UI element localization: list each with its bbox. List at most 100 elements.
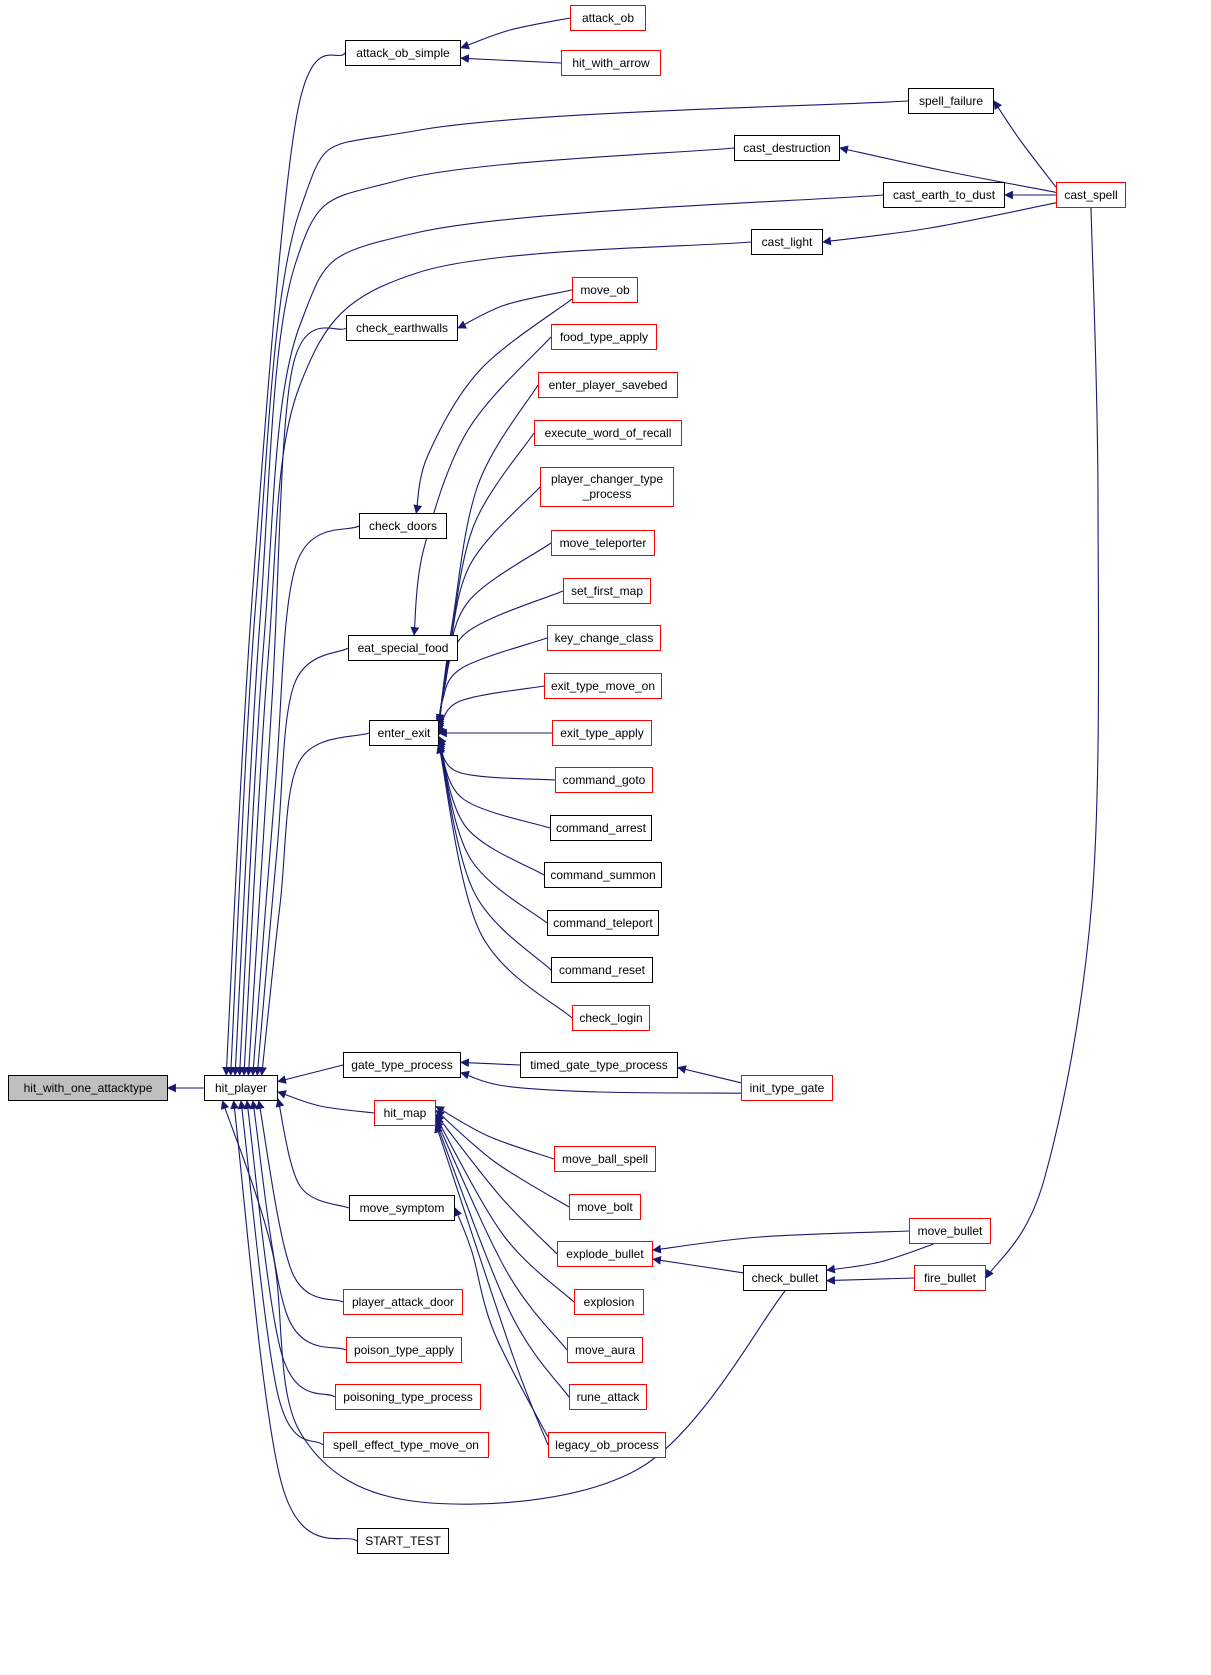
graph-node-hit_with_arrow[interactable]: hit_with_arrow (561, 50, 661, 76)
graph-node-poisoning_type_process[interactable]: poisoning_type_process (335, 1384, 481, 1410)
graph-node-move_ball_spell[interactable]: move_ball_spell (554, 1146, 656, 1172)
graph-node-move_bullet[interactable]: move_bullet (909, 1218, 991, 1244)
graph-node-poison_type_apply[interactable]: poison_type_apply (346, 1337, 462, 1363)
graph-node-hit_map[interactable]: hit_map (374, 1100, 436, 1126)
graph-node-label: init_type_gate (749, 1080, 825, 1095)
graph-node-fire_bullet[interactable]: fire_bullet (914, 1265, 986, 1291)
edge-command_goto-to-enter_exit (438, 735, 556, 781)
edge-check_earthwalls-to-hit_player (244, 327, 347, 1076)
graph-node-check_doors[interactable]: check_doors (359, 513, 447, 539)
edge-attack_ob_simple-to-hit_player (222, 52, 346, 1076)
graph-node-label: hit_player (214, 1080, 268, 1095)
graph-node-hit_with_one_attacktype: hit_with_one_attacktype (8, 1075, 168, 1101)
graph-node-label: move_bolt (577, 1199, 633, 1214)
graph-node-label: food_type_apply (559, 329, 649, 344)
graph-node-label: legacy_ob_process (555, 1437, 659, 1452)
edge-timed_gate_type_process-to-gate_type_process (460, 1058, 521, 1068)
graph-node-label: hit_map (383, 1105, 427, 1120)
edge-command_teleport-to-enter_exit (436, 741, 548, 924)
graph-node-attack_ob_simple[interactable]: attack_ob_simple (345, 40, 461, 66)
graph-node-cast_spell[interactable]: cast_spell (1056, 182, 1126, 208)
graph-node-command_reset[interactable]: command_reset (551, 957, 653, 983)
edge-cast_spell-to-cast_light (822, 202, 1057, 246)
graph-node-label: enter_player_savebed (548, 377, 668, 392)
graph-node-cast_earth_to_dust[interactable]: cast_earth_to_dust (883, 182, 1005, 208)
graph-node-label: command_teleport (553, 915, 653, 930)
graph-node-label: check_login (579, 1010, 643, 1025)
graph-node-label: player_changer_type _process (550, 472, 664, 501)
graph-node-label: move_bullet (917, 1223, 983, 1238)
edge-cast_spell-to-cast_destruction (839, 145, 1057, 193)
edge-move_ob-to-check_earthwalls (457, 289, 573, 329)
graph-node-label: move_ob (580, 282, 630, 297)
edge-fire_bullet-to-check_bullet (826, 1275, 915, 1285)
graph-node-move_bolt[interactable]: move_bolt (569, 1194, 641, 1220)
graph-node-label: explode_bullet (566, 1246, 644, 1261)
graph-node-legacy_ob_process[interactable]: legacy_ob_process (548, 1432, 666, 1458)
graph-node-explosion[interactable]: explosion (574, 1289, 644, 1315)
graph-node-timed_gate_type_process[interactable]: timed_gate_type_process (520, 1052, 678, 1078)
graph-node-player_changer_type_process[interactable]: player_changer_type _process (540, 467, 674, 507)
graph-node-hit_player[interactable]: hit_player (204, 1075, 278, 1101)
graph-node-move_symptom[interactable]: move_symptom (349, 1195, 455, 1221)
graph-node-label: command_arrest (555, 820, 647, 835)
graph-node-label: check_bullet (751, 1270, 819, 1285)
edge-player_attack_door-to-hit_player (255, 1100, 344, 1303)
edge-key_change_class-to-enter_exit (435, 637, 548, 734)
graph-node-move_teleporter[interactable]: move_teleporter (551, 530, 655, 556)
graph-node-label: spell_failure (918, 93, 984, 108)
graph-node-label: exit_type_apply (560, 725, 644, 740)
graph-node-explode_bullet[interactable]: explode_bullet (557, 1241, 653, 1267)
graph-node-cast_light[interactable]: cast_light (751, 229, 823, 255)
graph-node-exit_type_move_on[interactable]: exit_type_move_on (544, 673, 662, 699)
graph-node-label: key_change_class (554, 630, 654, 645)
graph-node-label: timed_gate_type_process (530, 1057, 668, 1072)
graph-node-move_aura[interactable]: move_aura (567, 1337, 643, 1363)
edge-command_summon-to-enter_exit (437, 739, 545, 876)
graph-node-cast_destruction[interactable]: cast_destruction (734, 135, 840, 161)
graph-node-execute_word_of_recall[interactable]: execute_word_of_recall (534, 420, 682, 446)
edge-START_TEST-to-hit_player (230, 1100, 358, 1542)
graph-node-label: exit_type_move_on (550, 678, 656, 693)
graph-node-check_login[interactable]: check_login (572, 1005, 650, 1031)
graph-node-command_teleport[interactable]: command_teleport (547, 910, 659, 936)
graph-node-label: explosion (583, 1294, 635, 1309)
graph-node-label: cast_destruction (743, 140, 831, 155)
edge-init_type_gate-to-timed_gate_type_process (677, 1065, 742, 1084)
graph-node-START_TEST[interactable]: START_TEST (357, 1528, 449, 1554)
graph-node-command_goto[interactable]: command_goto (555, 767, 653, 793)
edge-cast_earth_to_dust-to-hit_player (235, 194, 884, 1076)
edge-cast_light-to-hit_player (240, 241, 752, 1076)
graph-node-enter_exit[interactable]: enter_exit (369, 720, 439, 746)
graph-node-init_type_gate[interactable]: init_type_gate (741, 1075, 833, 1101)
graph-node-label: poison_type_apply (353, 1342, 455, 1357)
graph-node-exit_type_apply[interactable]: exit_type_apply (552, 720, 652, 746)
edge-gate_type_process-to-hit_player (277, 1064, 344, 1084)
graph-node-check_earthwalls[interactable]: check_earthwalls (346, 315, 458, 341)
graph-node-spell_effect_type_move_on[interactable]: spell_effect_type_move_on (323, 1432, 489, 1458)
graph-node-label: attack_ob (581, 10, 635, 25)
graph-node-eat_special_food[interactable]: eat_special_food (348, 635, 458, 661)
graph-node-spell_failure[interactable]: spell_failure (908, 88, 994, 114)
graph-node-attack_ob[interactable]: attack_ob (570, 5, 646, 31)
graph-node-label: move_symptom (359, 1200, 445, 1215)
graph-node-gate_type_process[interactable]: gate_type_process (343, 1052, 461, 1078)
graph-node-check_bullet[interactable]: check_bullet (743, 1265, 827, 1291)
graph-node-label: eat_special_food (357, 640, 449, 655)
graph-node-move_ob[interactable]: move_ob (572, 277, 638, 303)
edge-paths (167, 17, 1100, 1542)
graph-node-key_change_class[interactable]: key_change_class (547, 625, 661, 651)
graph-node-food_type_apply[interactable]: food_type_apply (551, 324, 657, 350)
edge-legacy_ob_process-to-move_symptom (453, 1207, 549, 1438)
graph-node-enter_player_savebed[interactable]: enter_player_savebed (538, 372, 678, 398)
graph-node-label: enter_exit (377, 725, 431, 740)
graph-node-player_attack_door[interactable]: player_attack_door (343, 1289, 463, 1315)
graph-node-command_arrest[interactable]: command_arrest (550, 815, 652, 841)
graph-node-label: command_goto (562, 772, 646, 787)
graph-node-command_summon[interactable]: command_summon (544, 862, 662, 888)
graph-node-rune_attack[interactable]: rune_attack (569, 1384, 647, 1410)
edge-cast_destruction-to-hit_player (231, 147, 735, 1076)
graph-node-set_first_map[interactable]: set_first_map (563, 578, 651, 604)
